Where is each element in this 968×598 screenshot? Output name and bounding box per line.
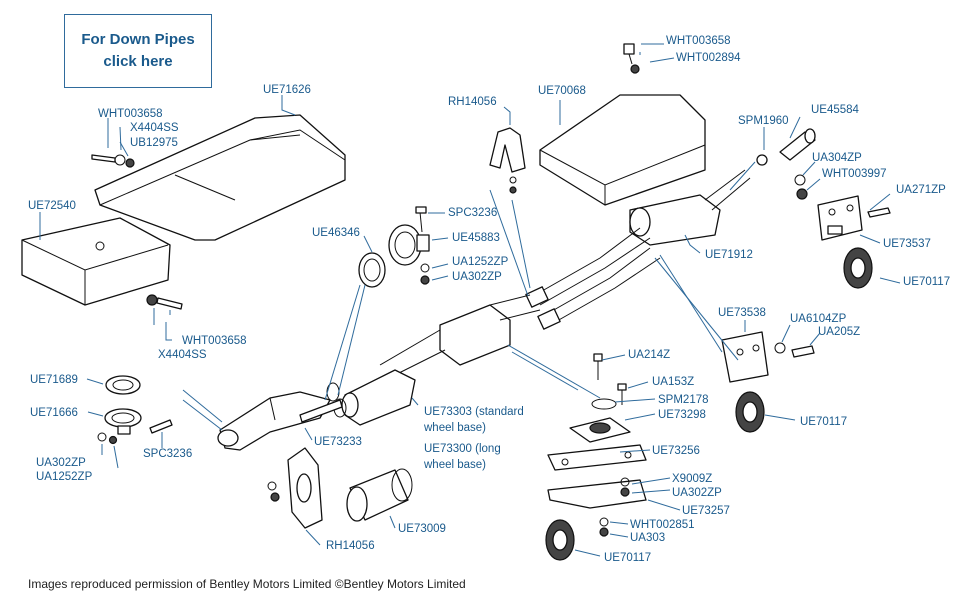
label-ue70068: UE70068 bbox=[538, 85, 586, 97]
label-rh14056: RH14056 bbox=[448, 96, 497, 108]
label-ue72540: UE72540 bbox=[28, 200, 76, 212]
label-wht002851: WHT002851 bbox=[630, 519, 695, 531]
label-ua1252zp: UA1252ZP bbox=[452, 256, 509, 268]
label-wht003658-top: WHT003658 bbox=[666, 35, 731, 47]
centre-silencer bbox=[379, 294, 541, 381]
down-pipes-link-action: click here bbox=[103, 53, 173, 70]
label-ue71666: UE71666 bbox=[30, 407, 78, 419]
leader-lines bbox=[39, 43, 901, 557]
ring-ue46346 bbox=[358, 252, 386, 288]
label-ue73300-1: UE73300 (long bbox=[424, 443, 501, 455]
hanger-rh14056-top bbox=[489, 127, 526, 194]
label-spc3236-lower: SPC3236 bbox=[143, 448, 192, 460]
rubber-mount-ue70117-b bbox=[735, 391, 765, 433]
label-ue73303-2: wheel base) bbox=[423, 422, 486, 434]
label-ua303: UA303 bbox=[630, 532, 665, 544]
heat-shield-ue70068 bbox=[539, 94, 706, 206]
label-ue70117-b: UE70117 bbox=[800, 416, 847, 428]
tail-pipe-ue45584 bbox=[779, 128, 816, 161]
clamp-ue45883 bbox=[388, 206, 430, 266]
down-pipes-link[interactable]: For Down Pipes click here bbox=[64, 14, 212, 88]
bracket-ue73538 bbox=[721, 331, 815, 383]
label-wht003997: WHT003997 bbox=[822, 168, 887, 180]
label-ue73256: UE73256 bbox=[652, 445, 700, 457]
label-ua302zp: UA302ZP bbox=[452, 271, 502, 283]
heat-shield-ue71626 bbox=[94, 114, 346, 241]
label-ue45584: UE45584 bbox=[811, 104, 860, 116]
label-ua271zp: UA271ZP bbox=[896, 184, 946, 196]
label-ue73298: UE73298 bbox=[658, 409, 706, 421]
label-ue73538: UE73538 bbox=[718, 307, 766, 319]
label-ue73300-2: wheel base) bbox=[423, 459, 486, 471]
label-ua302zp-lower: UA302ZP bbox=[36, 457, 86, 469]
rubber-mount-ue70117-a bbox=[843, 247, 873, 289]
label-ue70117-c: UE70117 bbox=[604, 552, 651, 564]
rear-silencer bbox=[629, 169, 751, 246]
copyright-credit: Images reproduced permission of Bentley … bbox=[28, 577, 466, 591]
label-ue73303-1: UE73303 (standard bbox=[424, 406, 524, 418]
label-ue73257: UE73257 bbox=[682, 505, 730, 517]
rubber-mount-ue70117-c bbox=[545, 519, 575, 561]
bracket-ue73537 bbox=[794, 174, 891, 241]
bolt-spc3236 bbox=[149, 419, 173, 434]
label-spm1960: SPM1960 bbox=[738, 115, 789, 127]
mount-assembly bbox=[547, 353, 647, 537]
label-wht003658-lower: WHT003658 bbox=[182, 335, 247, 347]
bolt-wht003658 bbox=[623, 43, 635, 55]
label-ue71689: UE71689 bbox=[30, 374, 78, 386]
front-downpipe bbox=[217, 391, 331, 451]
down-pipes-link-title: For Down Pipes bbox=[81, 30, 195, 48]
label-ub12975: UB12975 bbox=[130, 137, 178, 149]
label-rh14056-lower: RH14056 bbox=[326, 540, 375, 552]
label-ue71626: UE71626 bbox=[263, 84, 311, 96]
label-spc3236: SPC3236 bbox=[448, 207, 497, 219]
label-wht003658: WHT003658 bbox=[98, 108, 163, 120]
label-ua304zp: UA304ZP bbox=[812, 152, 862, 164]
part-labels: UE71626 WHT003658 X4404SS UB12975 UE7254… bbox=[28, 35, 950, 564]
intermediate-pipes bbox=[525, 227, 661, 330]
label-ua205z: UA205Z bbox=[818, 326, 860, 338]
label-ue73233: UE73233 bbox=[314, 436, 362, 448]
heat-shield-ue72540 bbox=[21, 217, 171, 306]
sleeve-ue73009 bbox=[346, 468, 413, 522]
label-ue73537: UE73537 bbox=[883, 238, 931, 250]
label-ue70117-a: UE70117 bbox=[903, 276, 950, 288]
label-ua302zp-mid: UA302ZP bbox=[672, 487, 722, 499]
label-wht002894: WHT002894 bbox=[676, 52, 741, 64]
label-ua214z: UA214Z bbox=[628, 349, 670, 361]
label-ue71912: UE71912 bbox=[705, 249, 753, 261]
label-ua1252zp-lower: UA1252ZP bbox=[36, 471, 93, 483]
label-ue45883: UE45883 bbox=[452, 232, 500, 244]
label-x4404ss: X4404SS bbox=[130, 122, 179, 134]
label-spm2178: SPM2178 bbox=[658, 394, 709, 406]
label-ue73009: UE73009 bbox=[398, 523, 446, 535]
clamp-ue71666 bbox=[104, 408, 142, 435]
front-silencer bbox=[341, 369, 416, 426]
label-ua153z: UA153Z bbox=[652, 376, 694, 388]
label-ua6104zp: UA6104ZP bbox=[790, 313, 847, 325]
gasket-ue71689 bbox=[105, 375, 141, 395]
clamp-spm1960 bbox=[756, 154, 768, 166]
label-x4404ss-lower: X4404SS bbox=[158, 349, 207, 361]
label-x9009z: X9009Z bbox=[672, 473, 712, 485]
label-ue46346: UE46346 bbox=[312, 227, 360, 239]
hanger-rh14056-bottom bbox=[267, 447, 323, 529]
